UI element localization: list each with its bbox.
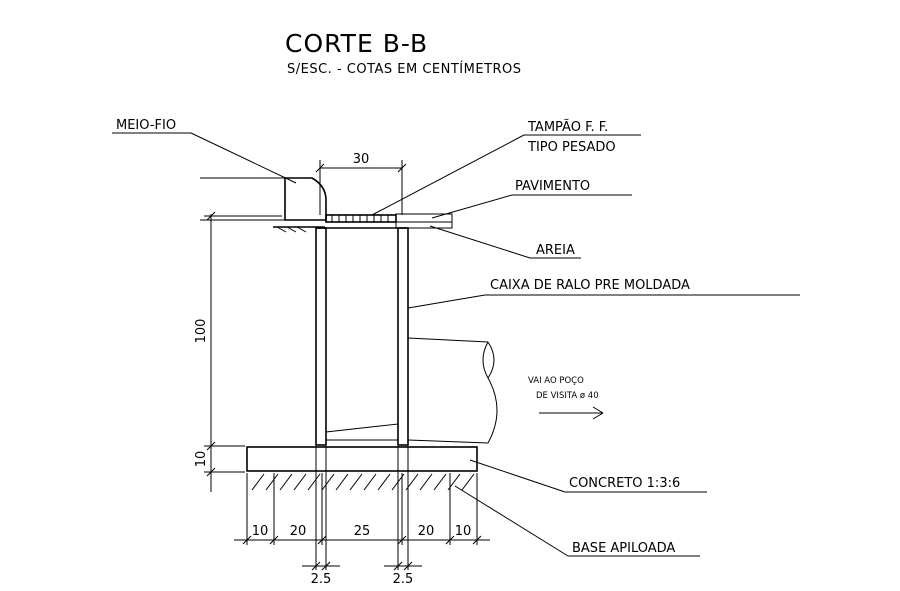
curb [200, 177, 327, 233]
dim-top-width: 30 [315, 152, 407, 215]
dim-vertical: 100 10 [194, 211, 282, 492]
dim-bottom-5: 10 [455, 524, 472, 539]
concrete-base [246, 446, 478, 472]
dim-bottom-2: 20 [290, 524, 307, 539]
dim-base-height-label: 10 [194, 451, 209, 468]
drawing-title: CORTE B-B [285, 29, 428, 58]
label-pavimento: PAVIMENTO [515, 179, 590, 194]
compacted-base [251, 473, 475, 491]
box-walls [315, 227, 409, 446]
label-concreto: CONCRETO 1:3:6 [569, 476, 680, 491]
label-tampao-line2: TIPO PESADO [527, 140, 616, 155]
callout-pavimento: PAVIMENTO [431, 179, 632, 219]
dim-bottom-4: 20 [418, 524, 435, 539]
drawing-subtitle: S/ESC. - COTAS EM CENTÍMETROS [287, 61, 522, 77]
label-caixa: CAIXA DE RALO PRE MOLDADA [490, 278, 690, 293]
dim-bottom-3: 25 [354, 524, 371, 539]
label-meio-fio: MEIO-FIO [116, 118, 176, 133]
dim-top-width-label: 30 [353, 152, 370, 167]
label-base: BASE APILOADA [572, 541, 675, 556]
dim-wall-thickness: 2.5 2.5 [302, 446, 422, 587]
pavement [395, 213, 453, 229]
dim-box-height-label: 100 [194, 319, 209, 344]
callout-tampao: TAMPÃO F. F. TIPO PESADO [371, 119, 641, 216]
callout-meio-fio: MEIO-FIO [112, 118, 297, 184]
label-flow-line1: VAI AO POÇO [528, 376, 584, 386]
label-flow-line2: DE VISITA ø 40 [536, 391, 599, 401]
callout-base: BASE APILOADA [454, 485, 700, 557]
callout-caixa: CAIXA DE RALO PRE MOLDADA [407, 278, 800, 309]
dim-bottom-1: 10 [252, 524, 269, 539]
flow-annotation: VAI AO POÇO DE VISITA ø 40 [528, 376, 604, 420]
dim-bottom: 10 20 25 20 10 [234, 473, 490, 545]
grate [325, 214, 397, 223]
label-areia: AREIA [536, 243, 575, 258]
outlet-pipe [407, 337, 498, 444]
callout-concreto: CONCRETO 1:3:6 [469, 459, 707, 493]
dim-wall-right-label: 2.5 [393, 572, 414, 587]
label-tampao-line1: TAMPÃO F. F. [527, 119, 608, 135]
callout-areia: AREIA [429, 225, 581, 259]
dim-wall-left-label: 2.5 [311, 572, 332, 587]
